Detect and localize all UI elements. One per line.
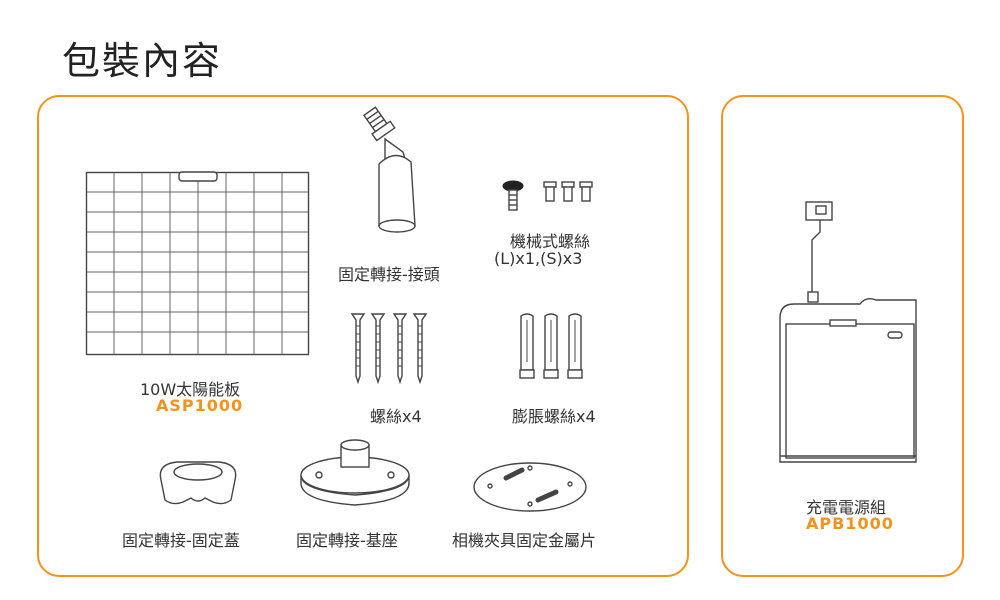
solar-panel-code: ASP1000 bbox=[156, 396, 244, 415]
anchors-label: 膨脹螺絲x4 bbox=[512, 407, 596, 426]
camera-clip-plate-image bbox=[473, 462, 587, 512]
machine-screws-image bbox=[502, 180, 593, 211]
accessories-panel bbox=[37, 95, 689, 577]
charging-power-supply-image bbox=[779, 201, 917, 463]
solar-panel-image bbox=[85, 171, 310, 356]
adapter-joint-image bbox=[362, 106, 416, 233]
machine-screws-count: (L)x1,(S)x3 bbox=[494, 249, 583, 268]
screws-label: 螺絲x4 bbox=[370, 407, 422, 426]
page-title: 包裝內容 bbox=[62, 39, 223, 83]
adapter-base-image bbox=[300, 439, 410, 506]
machine-screws-label: 機械式螺絲 bbox=[510, 232, 591, 251]
adapter-cap-image bbox=[159, 461, 237, 505]
adapter-base-label: 固定轉接-基座 bbox=[296, 531, 398, 550]
adapter-joint-label: 固定轉接-接頭 bbox=[338, 265, 440, 284]
screws-image bbox=[350, 313, 428, 385]
power-supply-label: 充電電源組 bbox=[806, 498, 887, 517]
anchors-image bbox=[519, 313, 583, 379]
power-supply-panel bbox=[721, 95, 964, 577]
solar-panel-label: 10W太陽能板 bbox=[140, 380, 241, 399]
camera-clip-plate-label: 相機夾具固定金屬片 bbox=[452, 531, 597, 550]
power-supply-code: APB1000 bbox=[806, 514, 894, 533]
adapter-cap-label: 固定轉接-固定蓋 bbox=[122, 531, 240, 550]
